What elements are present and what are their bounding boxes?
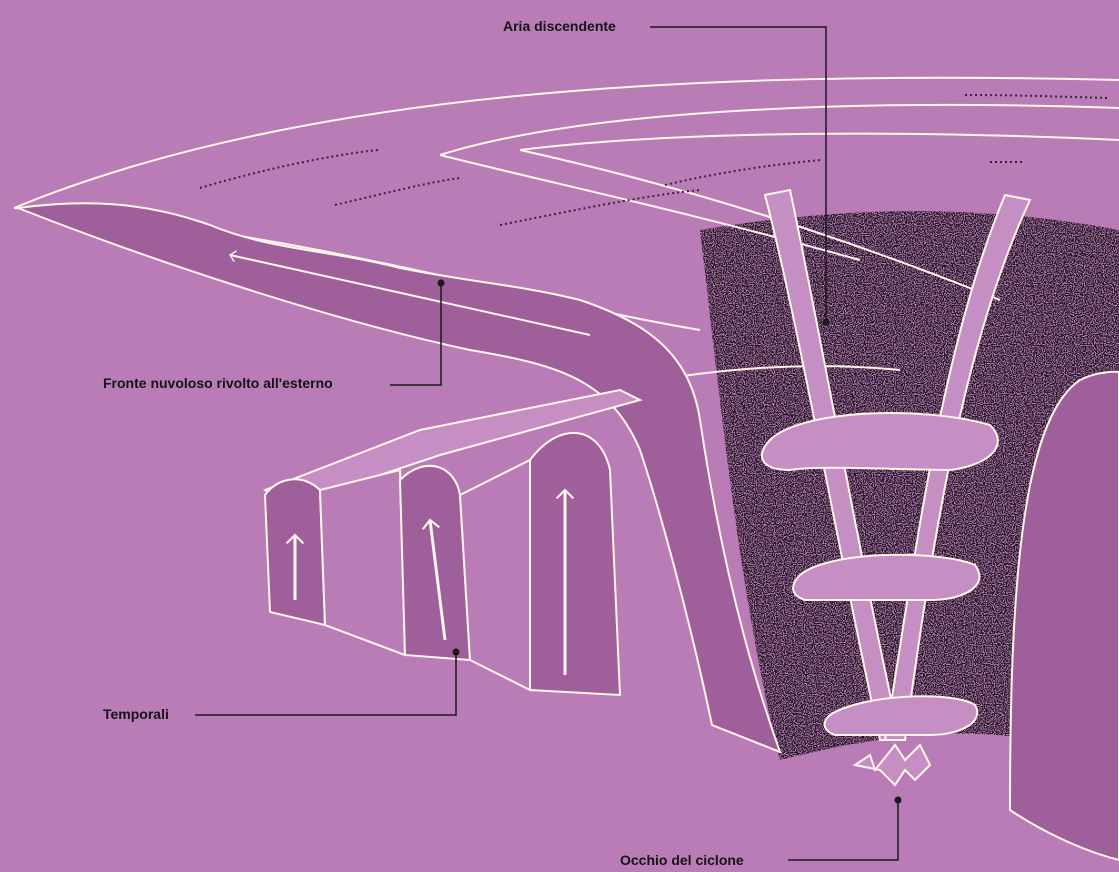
label-descending-air: Aria discendente bbox=[503, 18, 616, 34]
label-outward-cloud-front: Fronte nuvoloso rivolto all'esterno bbox=[103, 375, 333, 391]
label-eye-of-cyclone: Occhio del ciclone bbox=[620, 852, 744, 868]
thunderstorm-cells bbox=[265, 390, 640, 695]
cloud-streaks bbox=[200, 95, 1110, 225]
label-thunderstorms: Temporali bbox=[103, 706, 169, 722]
